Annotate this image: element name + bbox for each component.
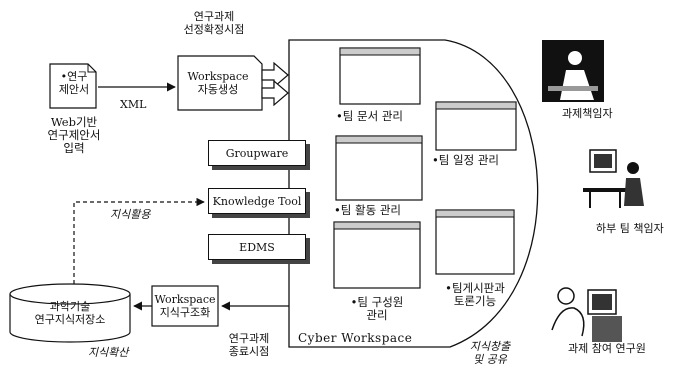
end-time-line1: 연구과제 (228, 332, 270, 345)
project-lead-figure (542, 40, 604, 102)
researcher-label: 과제 참여 연구원 (568, 342, 646, 355)
window-team-docs (339, 47, 421, 105)
proposal-doc-line2: 제안서 (58, 83, 90, 96)
project-lead-label: 과제책임자 (562, 107, 613, 120)
knowledge-spread-label: 지식확산 (88, 346, 129, 359)
knowledge-use-arrow (73, 197, 205, 284)
team-members-line1: •팀 구성원 (350, 295, 404, 309)
web-proposal-line1: Web기반 (50, 115, 98, 129)
window-team-activity (335, 135, 423, 201)
create-arrow-upper (261, 61, 289, 89)
workspace-struct-line1: Workspace (154, 293, 216, 306)
select-time-line1: 연구과제 (193, 10, 235, 23)
team-docs-label: •팀 문서 관리 (336, 109, 403, 123)
knowledge-tool-box: Knowledge Tool (208, 188, 306, 214)
workspace-auto-doc (177, 55, 263, 111)
workspace-struct-line2: 지식구조화 (159, 306, 211, 319)
proposal-doc-line1: •연구 (60, 70, 88, 83)
cyber-workspace-label: Cyber Workspace (298, 331, 413, 345)
knowledge-use-label: 지식활용 (110, 208, 151, 221)
knowledge-store-line1: 과학기술 (49, 300, 91, 313)
knowledge-create-line1: 지식창출 (469, 340, 511, 353)
cyber-workspace-region (288, 39, 539, 348)
knowledge-store-line2: 연구지식저장소 (34, 313, 106, 326)
window-team-schedule (435, 101, 517, 151)
groupware-box: Groupware (208, 140, 306, 166)
subteam-lead-figure (583, 149, 644, 208)
workspace-auto-line2: 자동생성 (197, 83, 239, 96)
select-time-line2: 선정확정시점 (183, 23, 245, 36)
proposal-document-icon (49, 63, 97, 109)
knowledge-storage-cylinder (9, 283, 131, 343)
end-time-line2: 종료시점 (228, 345, 270, 358)
xml-label: XML (120, 98, 147, 111)
workspace-auto-line1: Workspace (187, 70, 249, 83)
window-team-members (333, 221, 421, 289)
team-schedule-label: •팀 일정 관리 (432, 153, 499, 167)
researcher-figure (551, 287, 622, 342)
subteam-lead-label: 하부 팀 책임자 (596, 222, 664, 235)
team-members-line2: 관리 (366, 308, 388, 322)
team-board-line2: 토론기능 (453, 294, 497, 308)
workspace-structure-box (151, 285, 219, 327)
create-arrow-lower (261, 79, 289, 107)
window-team-board (435, 209, 515, 275)
team-board-line1: •팀게시판과 (445, 281, 505, 295)
web-proposal-line3: 입력 (63, 141, 85, 155)
knowledge-create-line2: 및 공유 (473, 353, 507, 366)
edms-box: EDMS (208, 234, 306, 260)
team-activity-label: •팀 활동 관리 (334, 203, 401, 217)
web-proposal-line2: 연구제안서 (47, 128, 101, 142)
